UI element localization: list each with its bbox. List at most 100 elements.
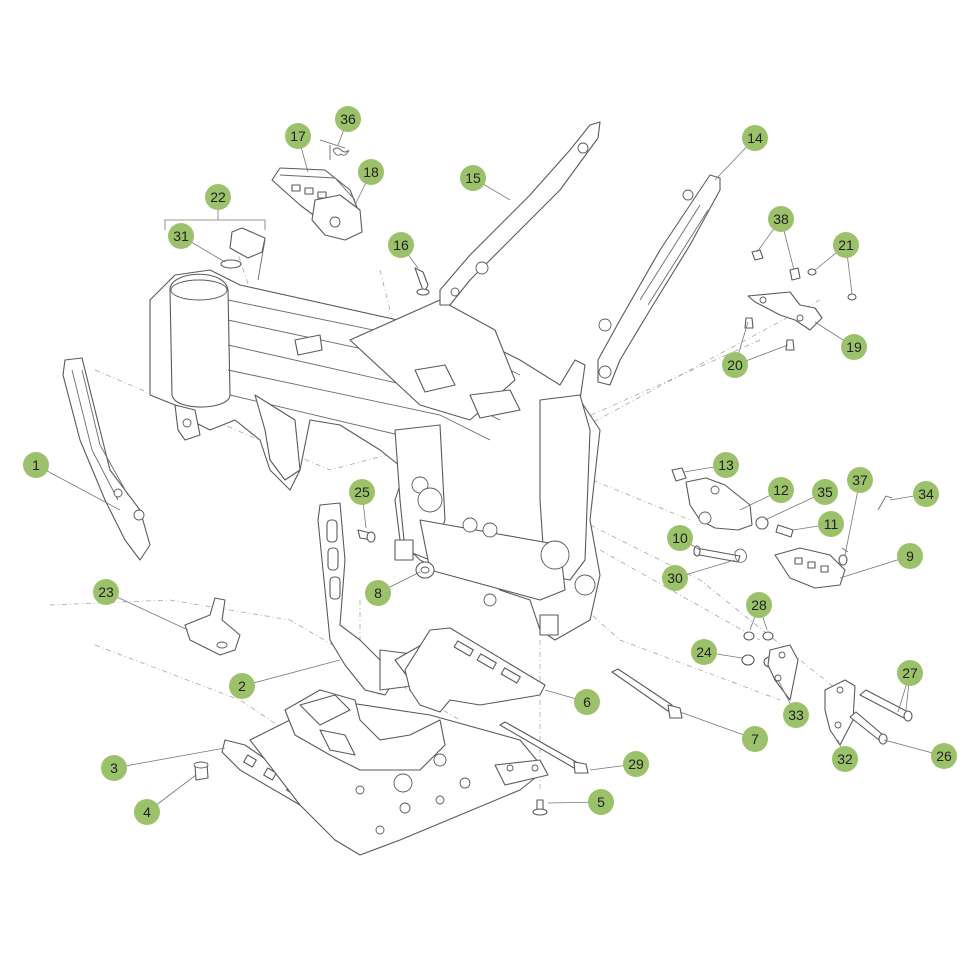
svg-text:3: 3 (110, 760, 118, 776)
part-15-subframe-rail (439, 121, 601, 306)
part-35-washer (755, 516, 769, 530)
callout-20: 20 (722, 352, 748, 378)
svg-text:6: 6 (583, 694, 591, 710)
callout-31: 31 (168, 223, 194, 249)
callout-38: 38 (768, 206, 794, 232)
svg-text:37: 37 (852, 472, 868, 488)
svg-text:2: 2 (238, 678, 246, 694)
svg-text:34: 34 (918, 486, 934, 502)
callout-29: 29 (623, 751, 649, 777)
callout-15: 15 (460, 165, 486, 191)
part-22-bracket (164, 210, 266, 281)
svg-text:5: 5 (597, 794, 605, 810)
svg-text:24: 24 (696, 644, 712, 660)
callout-11: 11 (818, 511, 844, 537)
svg-text:35: 35 (817, 484, 833, 500)
svg-text:19: 19 (846, 339, 862, 355)
svg-text:15: 15 (465, 170, 481, 186)
part-16-bolt (414, 267, 430, 296)
callout-19: 19 (841, 334, 867, 360)
callout-25: 25 (349, 479, 375, 505)
svg-text:25: 25 (354, 484, 370, 500)
svg-text:36: 36 (340, 111, 356, 127)
svg-text:26: 26 (936, 748, 952, 764)
callout-2: 2 (229, 673, 255, 699)
callout-4: 4 (134, 799, 160, 825)
svg-text:10: 10 (672, 530, 688, 546)
svg-text:16: 16 (393, 237, 409, 253)
part-18-footpeg-mount (311, 194, 363, 241)
callout-21: 21 (833, 232, 859, 258)
callout-32: 32 (832, 746, 858, 772)
part-13-nut (671, 467, 687, 482)
svg-text:31: 31 (173, 228, 189, 244)
callout-8: 8 (365, 580, 391, 606)
part-26-bolt (849, 711, 888, 745)
part-32-plate (824, 679, 856, 746)
part-8-bushing (415, 561, 435, 579)
svg-text:7: 7 (751, 731, 759, 747)
svg-text:29: 29 (628, 756, 644, 772)
part-28-washer (743, 631, 774, 641)
part-25-bolt (357, 529, 376, 543)
svg-text:17: 17 (290, 128, 306, 144)
part-7-bolt (611, 668, 683, 719)
callout-1: 1 (23, 452, 49, 478)
callout-34: 34 (913, 481, 939, 507)
callout-23: 23 (93, 579, 119, 605)
callout-30: 30 (662, 565, 688, 591)
part-36-spring (319, 139, 350, 160)
callout-26: 26 (931, 743, 957, 769)
part-38-nut (751, 249, 801, 281)
svg-text:12: 12 (773, 482, 789, 498)
part-23-clip (184, 597, 241, 656)
part-37-pin (838, 547, 849, 566)
part-6-cradle (404, 627, 546, 713)
part-27-bolt (859, 689, 913, 722)
svg-text:4: 4 (143, 804, 151, 820)
part-31-washer (220, 259, 242, 269)
callout-14: 14 (742, 125, 768, 151)
svg-text:33: 33 (788, 707, 804, 723)
part-12-peg-bracket (685, 477, 753, 531)
callout-3: 3 (101, 755, 127, 781)
callout-33: 33 (783, 702, 809, 728)
callout-13: 13 (713, 452, 739, 478)
part-21-screw (807, 268, 857, 301)
callout-36: 36 (335, 106, 361, 132)
part-29-bolt (499, 721, 589, 774)
callout-24: 24 (691, 639, 717, 665)
svg-text:30: 30 (667, 570, 683, 586)
svg-text:28: 28 (751, 597, 767, 613)
callout-10: 10 (667, 525, 693, 551)
part-9-footpeg (774, 547, 846, 589)
callout-16: 16 (388, 232, 414, 258)
part-1-rail (62, 357, 151, 561)
part-30-spring (734, 548, 748, 563)
callout-5: 5 (588, 789, 614, 815)
svg-text:18: 18 (363, 164, 379, 180)
part-19-bracket (747, 291, 823, 331)
callout-12: 12 (768, 477, 794, 503)
svg-text:1: 1 (32, 457, 40, 473)
svg-text:22: 22 (210, 189, 226, 205)
svg-text:20: 20 (727, 357, 743, 373)
callout-27: 27 (897, 660, 923, 686)
part-11-bolt (775, 524, 794, 538)
svg-text:38: 38 (773, 211, 789, 227)
part-34-clip (877, 495, 893, 511)
part-33-plate (767, 644, 799, 701)
callout-28: 28 (746, 592, 772, 618)
callout-6: 6 (574, 689, 600, 715)
svg-text:13: 13 (718, 457, 734, 473)
svg-text:27: 27 (902, 665, 918, 681)
svg-text:14: 14 (747, 130, 763, 146)
callout-22: 22 (205, 184, 231, 210)
callout-35: 35 (812, 479, 838, 505)
callout-37: 37 (847, 467, 873, 493)
svg-text:8: 8 (374, 585, 382, 601)
svg-text:32: 32 (837, 751, 853, 767)
part-14-subframe-rail (597, 174, 721, 386)
callout-7: 7 (742, 726, 768, 752)
